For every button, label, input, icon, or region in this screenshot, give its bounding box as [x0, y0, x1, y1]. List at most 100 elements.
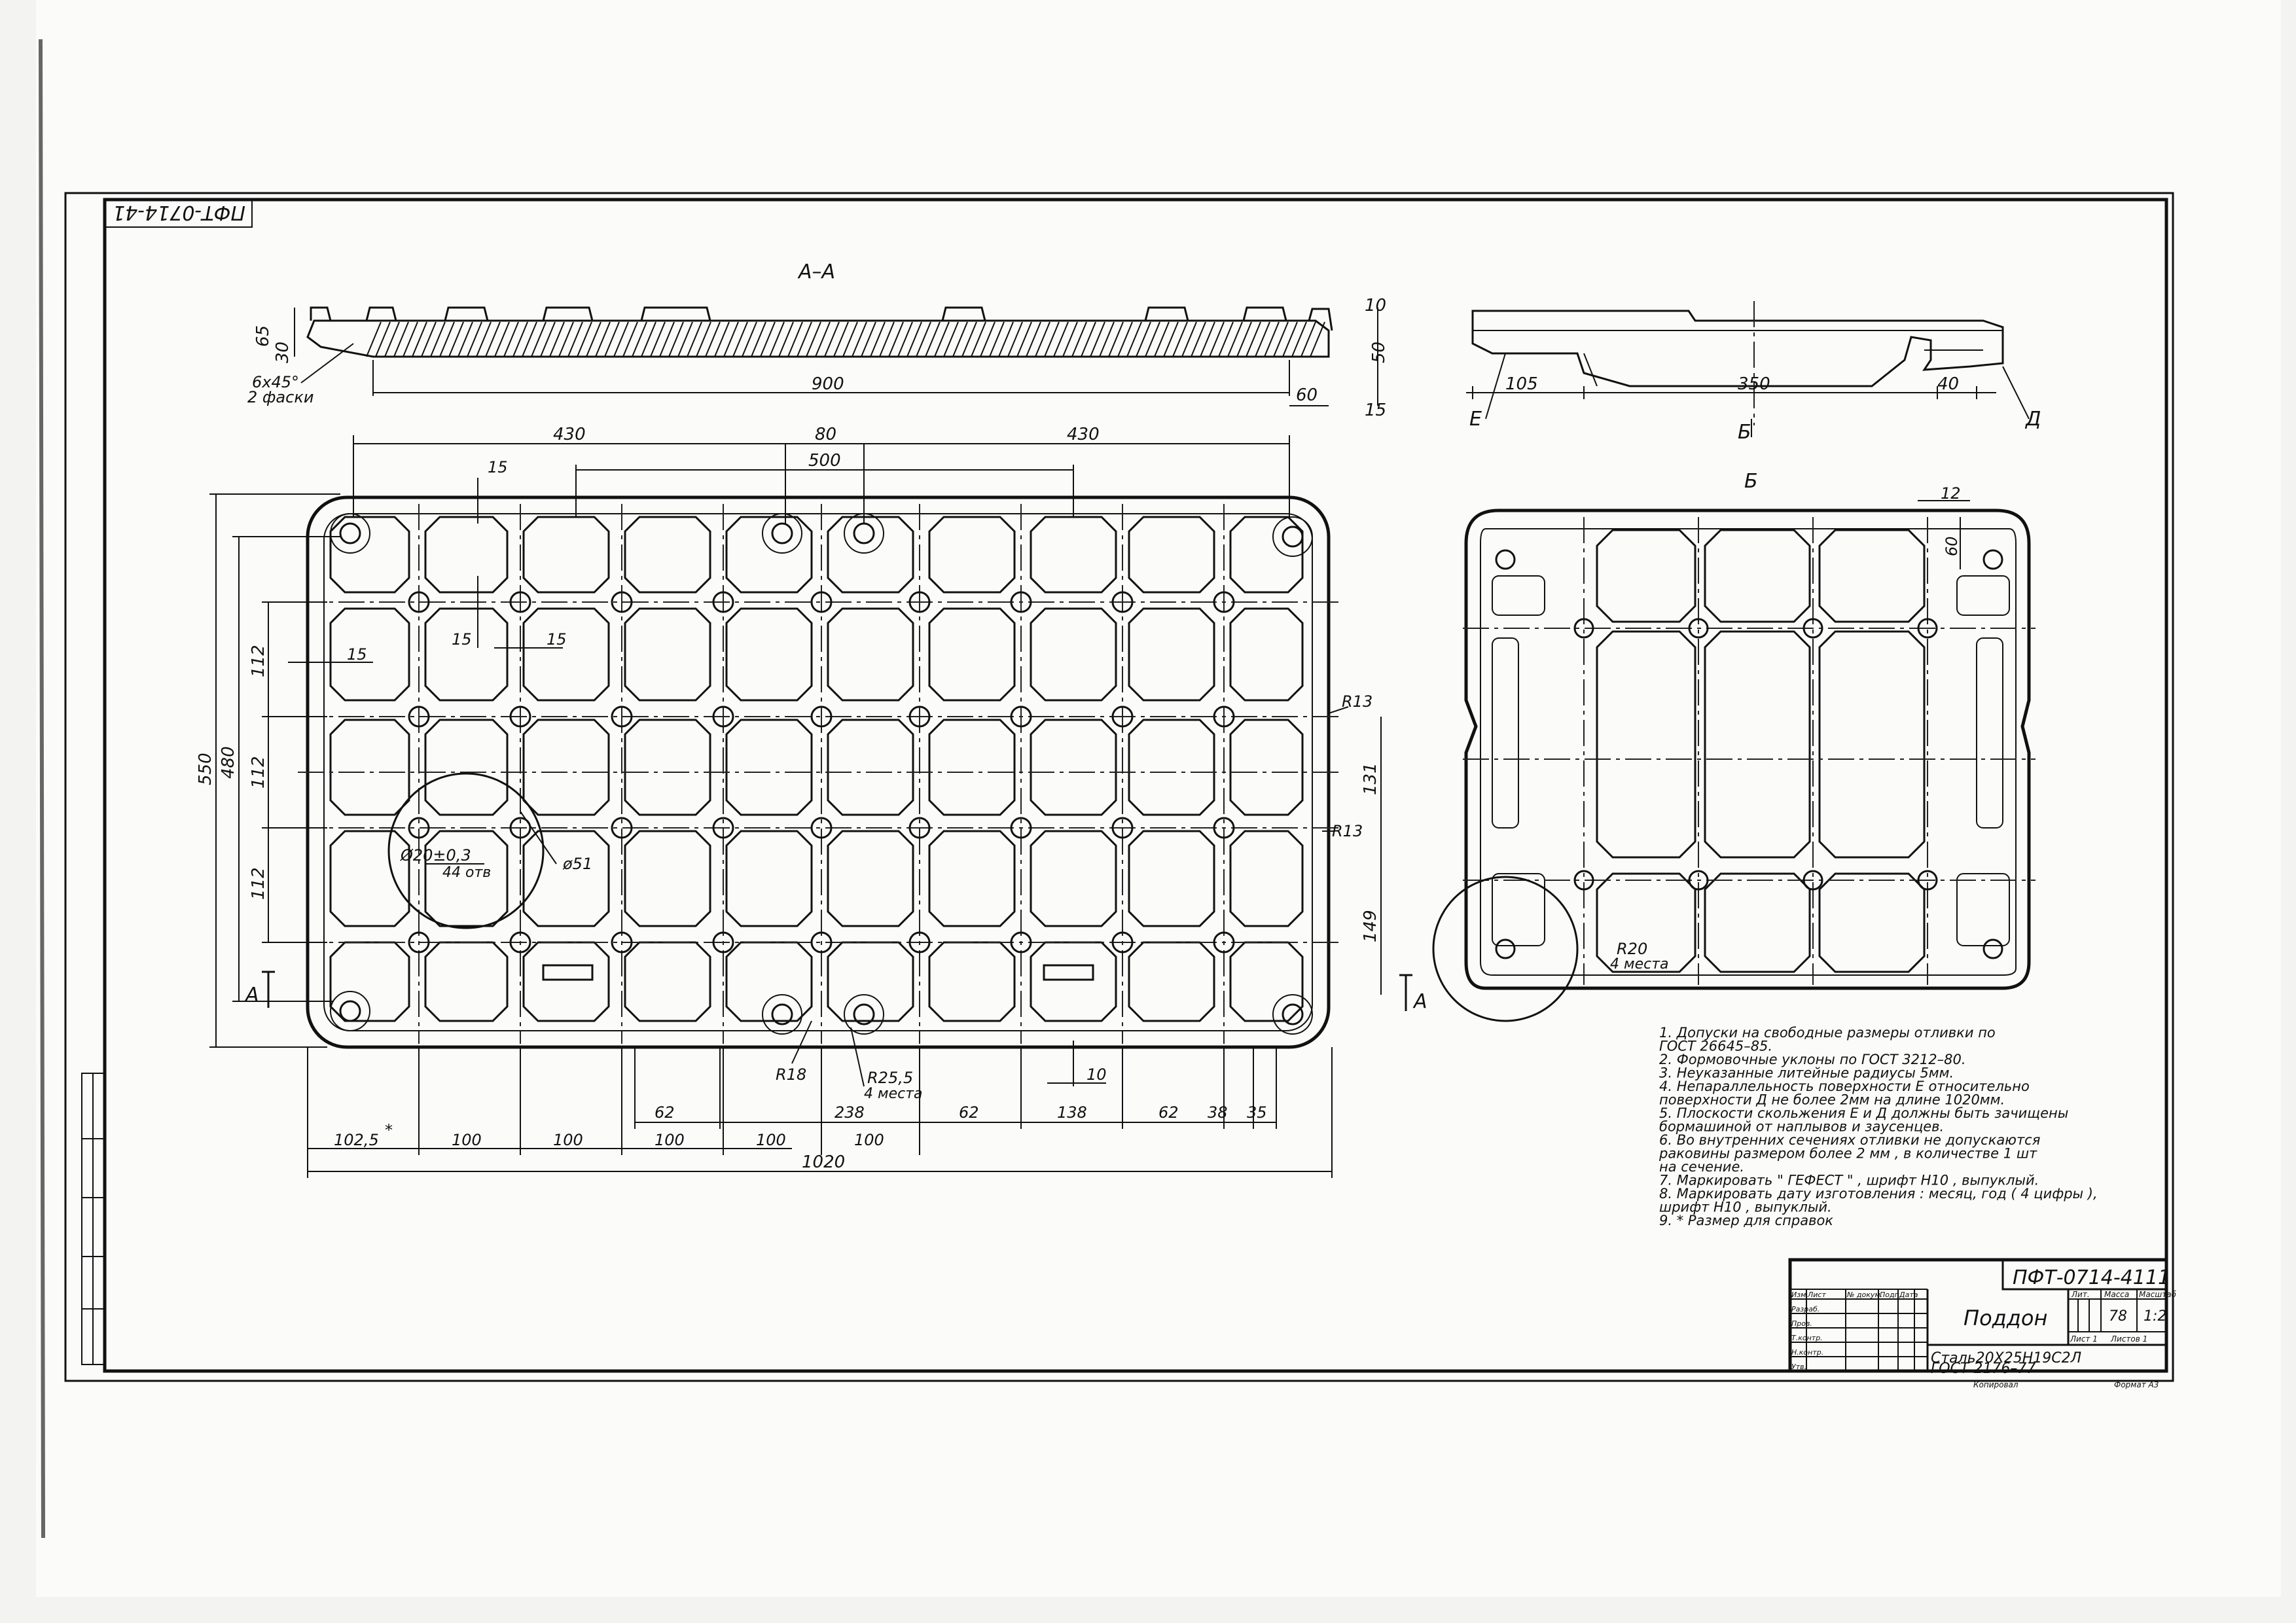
- view-b-cells: [1463, 517, 2036, 985]
- grid-cell: [1229, 516, 1304, 594]
- bottom-row-dim: 100: [452, 1131, 482, 1149]
- title-sheets: Листов 1: [2110, 1334, 2147, 1344]
- hole: [810, 817, 833, 839]
- dim-chamfer-note: 2 фаски: [247, 388, 314, 406]
- view-b-side-pocket: [1976, 637, 2003, 829]
- note-line: бормашиной от наплывов и заусенцев.: [1659, 1119, 1944, 1135]
- view-b-side-pocket: [1956, 575, 2010, 616]
- note-line: 2. Формовочные уклоны по ГОСТ 3212–80.: [1659, 1052, 1966, 1067]
- grid-cell: [1128, 516, 1215, 594]
- dim-480: 480: [219, 746, 238, 779]
- title-row-label: Дата: [1899, 1291, 1918, 1299]
- grid-cell: [424, 830, 509, 927]
- grid-cell: [624, 719, 711, 816]
- grid-cell: [1030, 941, 1117, 1022]
- title-row-label: Лист: [1807, 1291, 1826, 1299]
- mid-row-dim: 62: [655, 1103, 675, 1122]
- corner-boss: [1272, 994, 1313, 1035]
- grid-cell: [827, 941, 914, 1022]
- bottom-row-dim: 100: [655, 1131, 685, 1149]
- view-b-cell: [1818, 630, 1926, 859]
- dim-430b: 430: [1067, 425, 1100, 444]
- star-mark: *: [385, 1121, 393, 1139]
- grid-cell: [725, 941, 813, 1022]
- drawing-frame: ПФТ-0714-41: [64, 192, 2174, 1382]
- title-col-scale: Масштаб: [2139, 1290, 2177, 1299]
- r25: R25,5: [867, 1069, 913, 1087]
- corner-boss: [330, 991, 370, 1031]
- section-hatched-plate: [306, 306, 1333, 358]
- title-sheet: Лист 1: [2070, 1334, 2098, 1344]
- grid-cell: [624, 941, 711, 1022]
- dim-60: 60: [1296, 385, 1318, 405]
- grid-cell: [928, 607, 1016, 702]
- dim-550: 550: [196, 753, 215, 785]
- title-copied: Копировал: [1973, 1380, 2018, 1389]
- note-line: 8. Маркировать дату изготовления : месяц…: [1659, 1186, 2098, 1202]
- grid-cell: [522, 719, 610, 816]
- dim-15d: 15: [547, 630, 567, 649]
- hole: [712, 705, 734, 728]
- grid-cell: [1030, 719, 1117, 816]
- hole: [408, 591, 430, 613]
- plan-cells: [329, 516, 1304, 1022]
- dim-15b: 15: [347, 645, 367, 664]
- view-b-hole: [1803, 870, 1823, 891]
- grid-cell: [827, 830, 914, 927]
- view-b-hole: [1573, 870, 1594, 891]
- title-row-label: № докум.: [1846, 1291, 1882, 1299]
- dim-12: 12: [1941, 484, 1961, 503]
- view-b: Б R20 4 места 12 60: [1432, 470, 2036, 1022]
- dim-131: 131: [1361, 762, 1380, 795]
- hole: [810, 591, 833, 613]
- view-b-hole: [1573, 618, 1594, 639]
- grid-cell: [1229, 941, 1304, 1022]
- view-b-cell: [1704, 872, 1811, 973]
- grid-cell: [522, 516, 610, 594]
- dim-112a: 112: [249, 645, 268, 677]
- grid-cell: [725, 719, 813, 816]
- dim-500: 500: [808, 451, 841, 471]
- corner-hole: [853, 1003, 875, 1026]
- dim-112b: 112: [249, 756, 268, 789]
- dim-50: 50: [1369, 342, 1389, 363]
- grid-cell: [725, 607, 813, 702]
- hole: [810, 705, 833, 728]
- hole: [712, 591, 734, 613]
- section-marker-left: А: [244, 984, 259, 1007]
- dim-80: 80: [815, 425, 836, 444]
- corner-hole: [771, 1003, 793, 1026]
- hole: [1010, 817, 1032, 839]
- dim-112c: 112: [249, 867, 268, 900]
- hole: [908, 931, 931, 954]
- title-name: Поддон: [1964, 1306, 2047, 1330]
- dim-15c: 15: [452, 630, 472, 649]
- hole: [1213, 817, 1235, 839]
- arrow-label-b: Б: [1738, 421, 1751, 444]
- dim-1020: 1020: [802, 1152, 845, 1172]
- grid-cell: [424, 941, 509, 1022]
- hole-dim: Ø20±0,3: [400, 846, 471, 865]
- hole: [1010, 931, 1032, 954]
- view-b-hole: [1688, 618, 1709, 639]
- corner-hole: [339, 522, 361, 544]
- view-b-cell: [1704, 630, 1811, 859]
- note-line: 3. Неуказанные литейные радиусы 5мм.: [1659, 1065, 1954, 1081]
- title-row-label: Н.контр.: [1791, 1348, 1823, 1357]
- plan-dimensions: 430 80 430 500 15 15 15 15 550 480: [196, 425, 1427, 1178]
- hole: [509, 705, 531, 728]
- grid-cell: [928, 719, 1016, 816]
- grid-cell: [329, 719, 410, 816]
- dim-900: 900: [812, 374, 844, 394]
- dim-430a: 430: [553, 425, 586, 444]
- hole: [1213, 931, 1235, 954]
- title-scale: 1:2: [2144, 1308, 2166, 1325]
- view-b-label: Б: [1744, 470, 1758, 493]
- hole: [408, 817, 430, 839]
- note-line: 1. Допуски на свободные размеры отливки …: [1659, 1025, 1996, 1041]
- view-b-hole: [1982, 938, 2003, 959]
- view-b-cell: [1596, 872, 1696, 973]
- note-line: 9. * Размер для справок: [1659, 1213, 1833, 1228]
- r20: R20: [1617, 940, 1647, 958]
